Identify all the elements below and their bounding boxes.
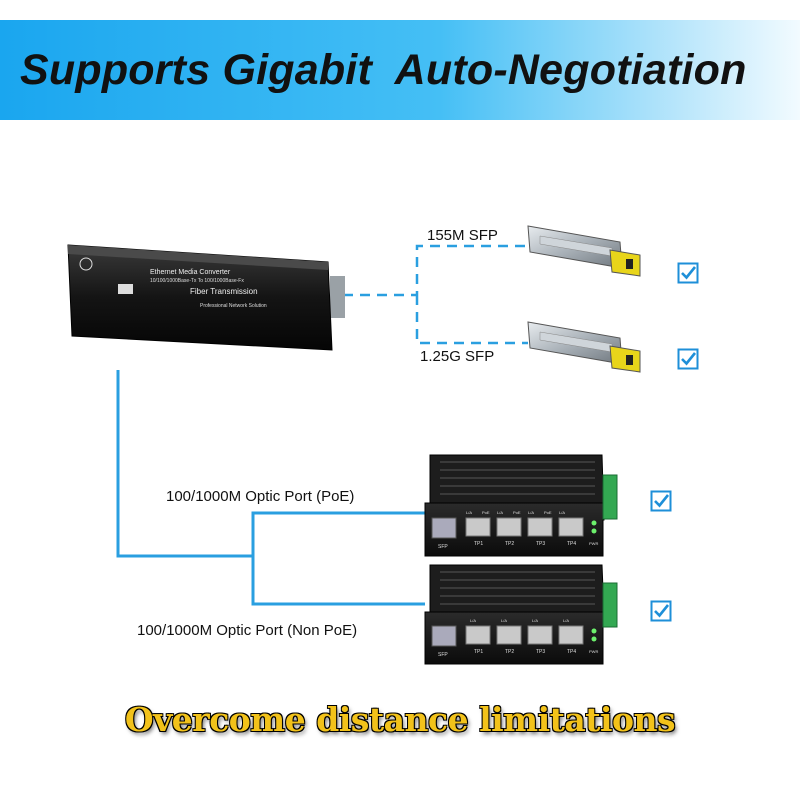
poe-switch-sfp-label: SFP [438,544,448,550]
poe-switch-sfp-slot [431,517,457,539]
footer-slogan: Overcome distance limitations [124,700,676,739]
sfp-125g-label: 1.25G SFP [420,348,495,365]
checkbox-checked-icon [677,262,699,284]
poe-switch-led-label-6: PoE [544,510,552,515]
poe-switch: TP1 TP2 TP3 TP4 SFP PWR L/A PoE L/A PoE … [424,454,618,557]
non-poe-switch-pwr-label: PWR [589,649,598,654]
header-banner [0,20,800,120]
converter-text-3: Fiber Transmission [190,287,258,296]
solid-link-switches [116,370,425,606]
poe-switch-led-label-3: L/A [497,510,503,515]
converter-text-2: 10/100/1000Base-Tx To 100/1000Base-Fx [150,278,244,284]
poe-switch-port-1-label: TP1 [474,541,483,547]
sfp-module-2 [527,321,641,373]
non-poe-switch-port-3-label: TP3 [536,649,545,655]
non-poe-switch-sfp-label: SFP [438,652,448,658]
poe-switch-pwr-label: PWR [589,541,598,546]
non-poe-port-label: 100/1000M Optic Port (Non PoE) [137,622,358,639]
sfp-module-1 [527,225,641,277]
media-converter: Ethernet Media Converter 10/100/1000Base… [67,244,345,351]
non-poe-switch-led-label-4: L/A [563,618,569,623]
poe-switch-led-label-5: L/A [528,510,534,515]
non-poe-switch-port-2-label: TP2 [505,649,514,655]
checkbox-checked-icon [677,348,699,370]
poe-switch-port-2-label: TP2 [505,541,514,547]
converter-text-1: Ethernet Media Converter [150,269,231,276]
page-title: Supports Gigabit Auto-Negotiation [20,46,747,94]
poe-switch-led-label-4: PoE [513,510,521,515]
poe-port-label: 100/1000M Optic Port (PoE) [166,488,355,505]
dashed-link-sfp [343,244,530,345]
converter-logo-icon [79,257,93,271]
non-poe-switch: TP1 TP2 TP3 TP4 SFP PWR L/A L/A L/A L/A [424,564,618,665]
sfp-155m-label: 155M SFP [427,227,498,244]
checkbox-checked-icon [650,490,672,512]
converter-text-4: Professional Network Solution [200,303,267,309]
non-poe-switch-led-label-3: L/A [532,618,538,623]
poe-switch-port-4-label: TP4 [567,541,576,547]
poe-switch-led-label-1: L/A [466,510,472,515]
non-poe-switch-port-4-label: TP4 [567,649,576,655]
checkbox-checked-icon [650,600,672,622]
converter-port [118,284,133,294]
poe-switch-led-label-7: L/A [559,510,565,515]
non-poe-switch-sfp-slot [431,625,457,647]
poe-switch-led-label-2: PoE [482,510,490,515]
poe-switch-port-3-label: TP3 [536,541,545,547]
non-poe-switch-led-label-2: L/A [501,618,507,623]
non-poe-switch-led-label-1: L/A [470,618,476,623]
non-poe-switch-port-1-label: TP1 [474,649,483,655]
connection-lines [116,244,530,606]
